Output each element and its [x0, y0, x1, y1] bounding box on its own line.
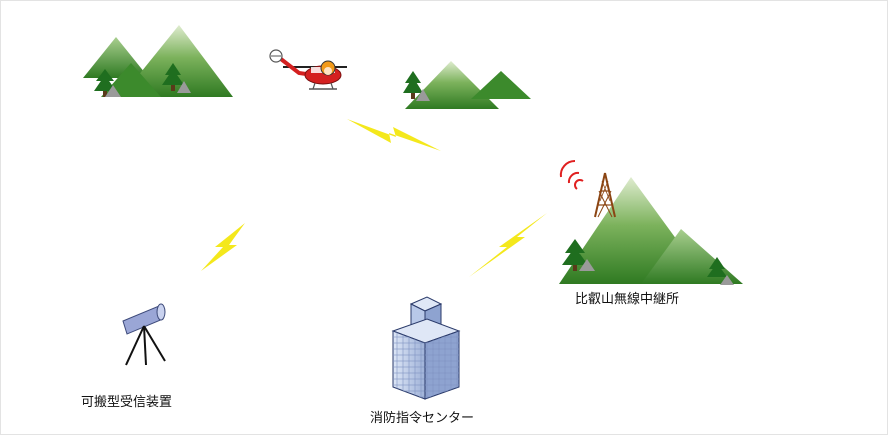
tree-icon	[562, 239, 595, 271]
mountain-group-top-left	[83, 25, 233, 97]
helicopter-icon	[269, 49, 347, 90]
tree-icon	[707, 257, 734, 285]
tree-icon	[403, 71, 430, 101]
radio-link-relay-to-center	[469, 213, 547, 277]
fire-command-center-label: 消防指令センター	[370, 411, 475, 426]
radio-link-heli-to-relay	[347, 119, 441, 151]
relay-station-label: 比叡山無線中継所	[575, 292, 680, 307]
radio-link-receiver	[201, 223, 245, 271]
relay-station-mountain	[559, 177, 743, 285]
portable-receiver-label: 可搬型受信装置	[81, 395, 173, 410]
mountain-group-top-middle	[403, 61, 531, 109]
radio-wave-icon	[559, 159, 584, 190]
tree-icon	[94, 69, 121, 97]
command-center-building-icon	[391, 296, 461, 400]
tree-icon	[162, 63, 191, 93]
portable-receiver-icon	[122, 303, 166, 366]
radio-tower-icon	[594, 172, 616, 218]
